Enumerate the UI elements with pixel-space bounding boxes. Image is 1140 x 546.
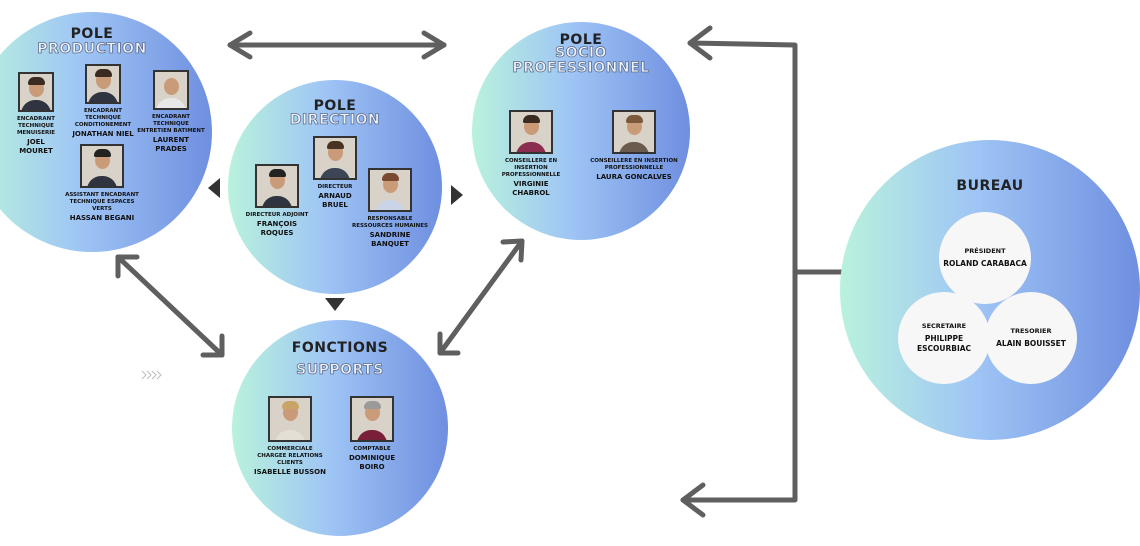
photo-avatar [18, 72, 54, 112]
member-name: VIRGINIE CHABROL [512, 180, 550, 197]
member-role: COMMERCIALE CHARGEE RELATIONS CLIENTS [257, 446, 323, 466]
member-joel-mouret: ENCADRANT TECHNIQUE MENUISERIE JOEL MOUR… [10, 72, 62, 156]
photo-avatar [268, 396, 312, 442]
secretaire-role: SECRETAIRE [921, 322, 967, 330]
pole-socio-title-line1: POLE [559, 32, 603, 48]
pole-socio-circle: POLE SOCIO PROFESSIONNEL CONSEILLERE EN … [472, 22, 690, 240]
bureau-president-circle: PRÉSIDENT ROLAND CARABACA [939, 212, 1031, 304]
member-name: JONATHAN NIEL [72, 130, 134, 138]
president-role: PRÉSIDENT [964, 247, 1006, 255]
member-name: HASSAN BEGANI [69, 214, 135, 222]
member-role: RESPONSABLE RESSOURCES HUMAINES [352, 216, 428, 229]
tresorier-name: ALAIN BOUISSET [996, 339, 1066, 348]
pole-socio-title-line2: SOCIO [555, 45, 607, 62]
tresorier-role: TRESORIER [1010, 327, 1052, 335]
arrow-production-fonctions [115, 254, 225, 358]
triangle-down-marker [325, 298, 345, 311]
triangle-left-marker [208, 178, 220, 198]
bureau-tresorier-circle: TRESORIER ALAIN BOUISSET [985, 292, 1077, 384]
arrowhead-bracket-top [687, 25, 713, 61]
member-name: ISABELLE BUSSON [254, 468, 326, 476]
triangle-right-marker [451, 185, 463, 205]
pole-direction-title-line2: DIRECTION [289, 112, 381, 129]
member-jonathan-niel: ENCADRANT TECHNIQUE CONDITIONEMENT JONAT… [70, 64, 136, 139]
member-laurent-prades: ENCADRANT TECHNIQUE ENTRETIEN BATIMENT L… [136, 70, 206, 154]
bureau-title: BUREAU [956, 178, 1024, 194]
member-name: JOEL MOURET [19, 138, 53, 155]
arrowhead-right [421, 30, 447, 60]
member-name: SANDRINE BANQUET [369, 231, 411, 248]
member-virginie-chabrol: CONSEILLERE EN INSERTION PROFESSIONNELLE… [500, 110, 562, 198]
pole-production-circle: POLE PRODUCTION ENCADRANT TECHNIQUE MENU… [0, 12, 212, 252]
member-role: ENCADRANT TECHNIQUE ENTRETIEN BATIMENT [137, 114, 205, 134]
pole-socio-title-line3: PROFESSIONNEL [512, 60, 650, 77]
member-dominique-boiro: COMPTABLE DOMINIQUE BOIRO [344, 396, 400, 472]
photo-avatar [612, 110, 656, 154]
photo-avatar [368, 168, 412, 212]
photo-avatar [85, 64, 121, 104]
bureau-circle: BUREAU PRÉSIDENT ROLAND CARABACA SECRETA… [840, 140, 1140, 440]
pole-fonctions-title-line2: SUPPORTS [296, 362, 384, 379]
pole-production-title-line1: POLE [70, 26, 114, 42]
photo-avatar [350, 396, 394, 442]
pole-production-title-line2: PRODUCTION [37, 41, 147, 58]
member-francois-roques: DIRECTEUR ADJOINT FRANÇOIS ROQUES [242, 164, 312, 238]
member-role: CONSEILLERE EN INSERTION PROFESSIONNELLE [590, 158, 678, 171]
member-role: DIRECTEUR ADJOINT [245, 212, 309, 218]
member-arnaud-bruel: DIRECTEUR ARNAUD BRUEL [308, 136, 362, 210]
photo-avatar [153, 70, 189, 110]
bureau-secretaire-circle: SECRETAIRE PHILIPPE ESCOURBIAC [898, 292, 990, 384]
member-role: ASSISTANT ENCADRANT TECHNIQUE ESPACES VE… [65, 192, 139, 212]
member-isabelle-busson: COMMERCIALE CHARGEE RELATIONS CLIENTS IS… [254, 396, 326, 477]
photo-avatar [509, 110, 553, 154]
president-name: ROLAND CARABACA [943, 259, 1027, 268]
member-hassan-begani: ASSISTANT ENCADRANT TECHNIQUE ESPACES VE… [60, 144, 144, 223]
arrowhead-fonc-right [437, 331, 461, 356]
member-role: CONSEILLERE EN INSERTION PROFESSIONNELLE [501, 158, 561, 178]
bureau-bracket [680, 40, 798, 503]
pole-fonctions-title-line1: FONCTIONS [291, 340, 389, 356]
member-role: ENCADRANT TECHNIQUE MENUISERIE [16, 116, 56, 136]
member-role: COMPTABLE [353, 446, 391, 452]
photo-avatar [80, 144, 124, 188]
member-name: LAURA GONCALVES [596, 173, 672, 181]
arrowhead-bracket-bottom [680, 482, 706, 518]
pole-direction-circle: POLE DIRECTION DIRECTEUR ADJOINT FRANÇOI… [228, 80, 442, 294]
member-sandrine-banquet: RESPONSABLE RESSOURCES HUMAINES SANDRINE… [350, 168, 430, 249]
arrow-socio-fonctions [437, 238, 525, 356]
arrowhead-socio-top [500, 238, 525, 263]
photo-avatar [313, 136, 357, 180]
photo-avatar [255, 164, 299, 208]
member-name: FRANÇOIS ROQUES [256, 220, 298, 237]
member-name: DOMINIQUE BOIRO [349, 454, 396, 471]
member-laura-goncalves: CONSEILLERE EN INSERTION PROFESSIONNELLE… [588, 110, 680, 182]
member-name: LAURENT PRADES [152, 136, 190, 153]
arrowhead-prod-top [115, 254, 140, 279]
member-role: ENCADRANT TECHNIQUE CONDITIONEMENT [74, 108, 132, 128]
member-role: DIRECTEUR [317, 184, 353, 190]
pole-direction-title-line1: POLE [313, 98, 357, 114]
pole-fonctions-circle: FONCTIONS SUPPORTS COMMERCIALE CHARGEE R… [232, 320, 448, 536]
member-name: ARNAUD BRUEL [318, 192, 352, 209]
arrowhead-left [227, 30, 253, 60]
arrowhead-fonc-bottom [200, 333, 225, 358]
secretaire-name: PHILIPPE ESCOURBIAC [916, 334, 972, 353]
